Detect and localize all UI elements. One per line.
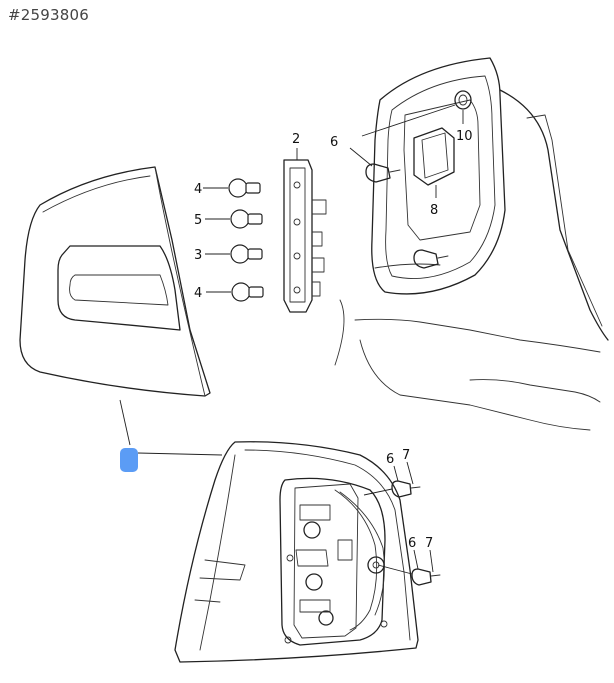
bulb-4-top <box>203 178 261 198</box>
tail-lamp-lens <box>19 166 211 397</box>
callout-6-upper: 6 <box>330 135 338 150</box>
callout-8: 8 <box>430 203 438 218</box>
callout-3: 3 <box>194 248 202 263</box>
diagram-reference-number: #2593806 <box>8 6 89 24</box>
callout-6-low: 6 <box>408 536 416 551</box>
bulb-set <box>203 178 264 302</box>
callout-6-mid: 6 <box>386 452 394 467</box>
callout-5: 5 <box>194 213 202 228</box>
callout-4-top: 4 <box>194 182 202 197</box>
bulb-3 <box>205 244 263 264</box>
leader-highlight <box>137 452 223 456</box>
bulb-5 <box>205 209 263 229</box>
vehicle-rear-body <box>334 57 609 431</box>
bulb-4-bottom <box>206 282 264 302</box>
callout-10: 10 <box>456 129 473 144</box>
callout-4-bottom: 4 <box>194 286 202 301</box>
callout-7-mid: 7 <box>402 448 410 463</box>
tail-lamp-rear-view <box>174 441 441 663</box>
bulb-holder-2 <box>283 148 327 313</box>
highlighted-callout-marker[interactable] <box>120 448 138 472</box>
callout-2: 2 <box>292 132 300 147</box>
leader-lens <box>119 399 131 446</box>
callout-7-low: 7 <box>425 536 433 551</box>
